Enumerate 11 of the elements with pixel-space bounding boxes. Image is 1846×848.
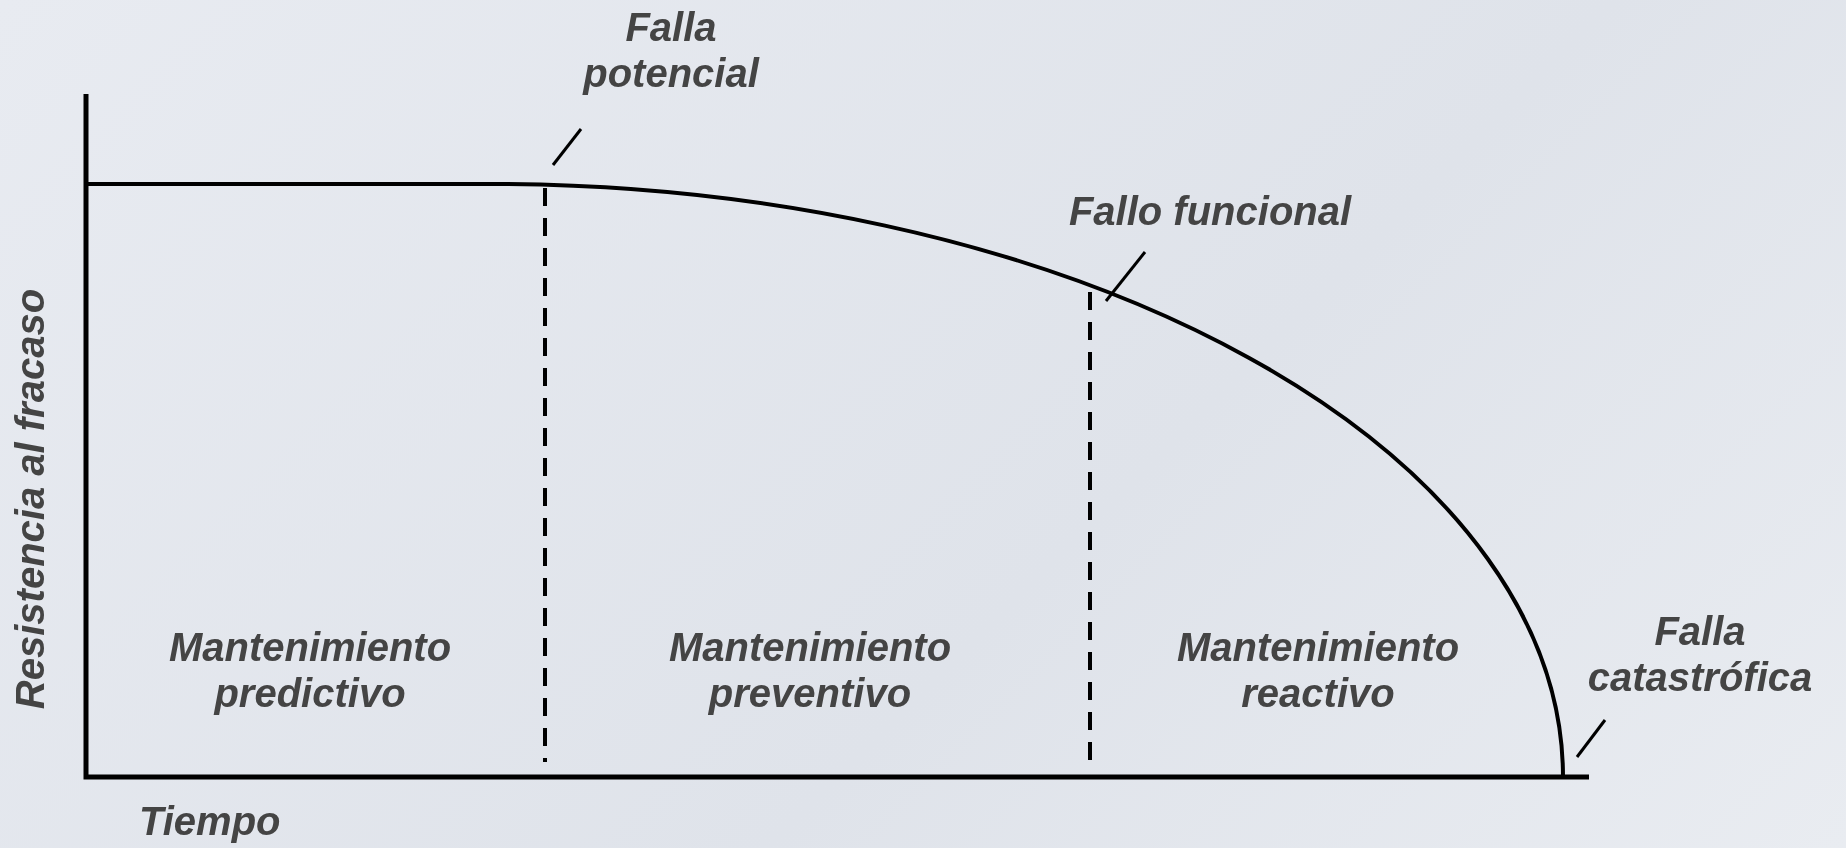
leader-line xyxy=(1575,719,1607,758)
axis-title: Resistencia al fracaso xyxy=(7,287,53,712)
leader-line xyxy=(1104,251,1147,302)
annotation-text: Falla catastrófica xyxy=(1560,608,1840,700)
region-label: Mantenimiento preventivo xyxy=(667,624,953,716)
leader-line xyxy=(551,128,583,166)
region-label: Mantenimiento reactivo xyxy=(1175,624,1461,716)
region-label: Mantenimiento predictivo xyxy=(167,624,453,716)
annotation-text: Falla potencial xyxy=(571,4,771,96)
axis-title: Tiempo xyxy=(139,798,282,844)
annotation-text: Fallo funcional xyxy=(1030,188,1390,234)
